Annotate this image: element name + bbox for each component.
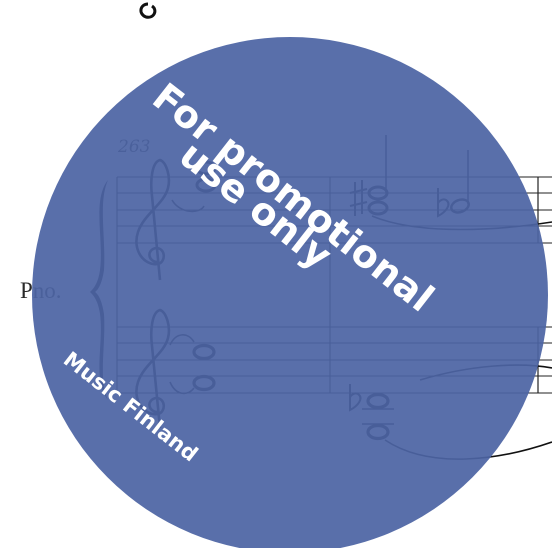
partial-clef-top	[139, 2, 157, 19]
watermark-seal	[32, 37, 548, 548]
